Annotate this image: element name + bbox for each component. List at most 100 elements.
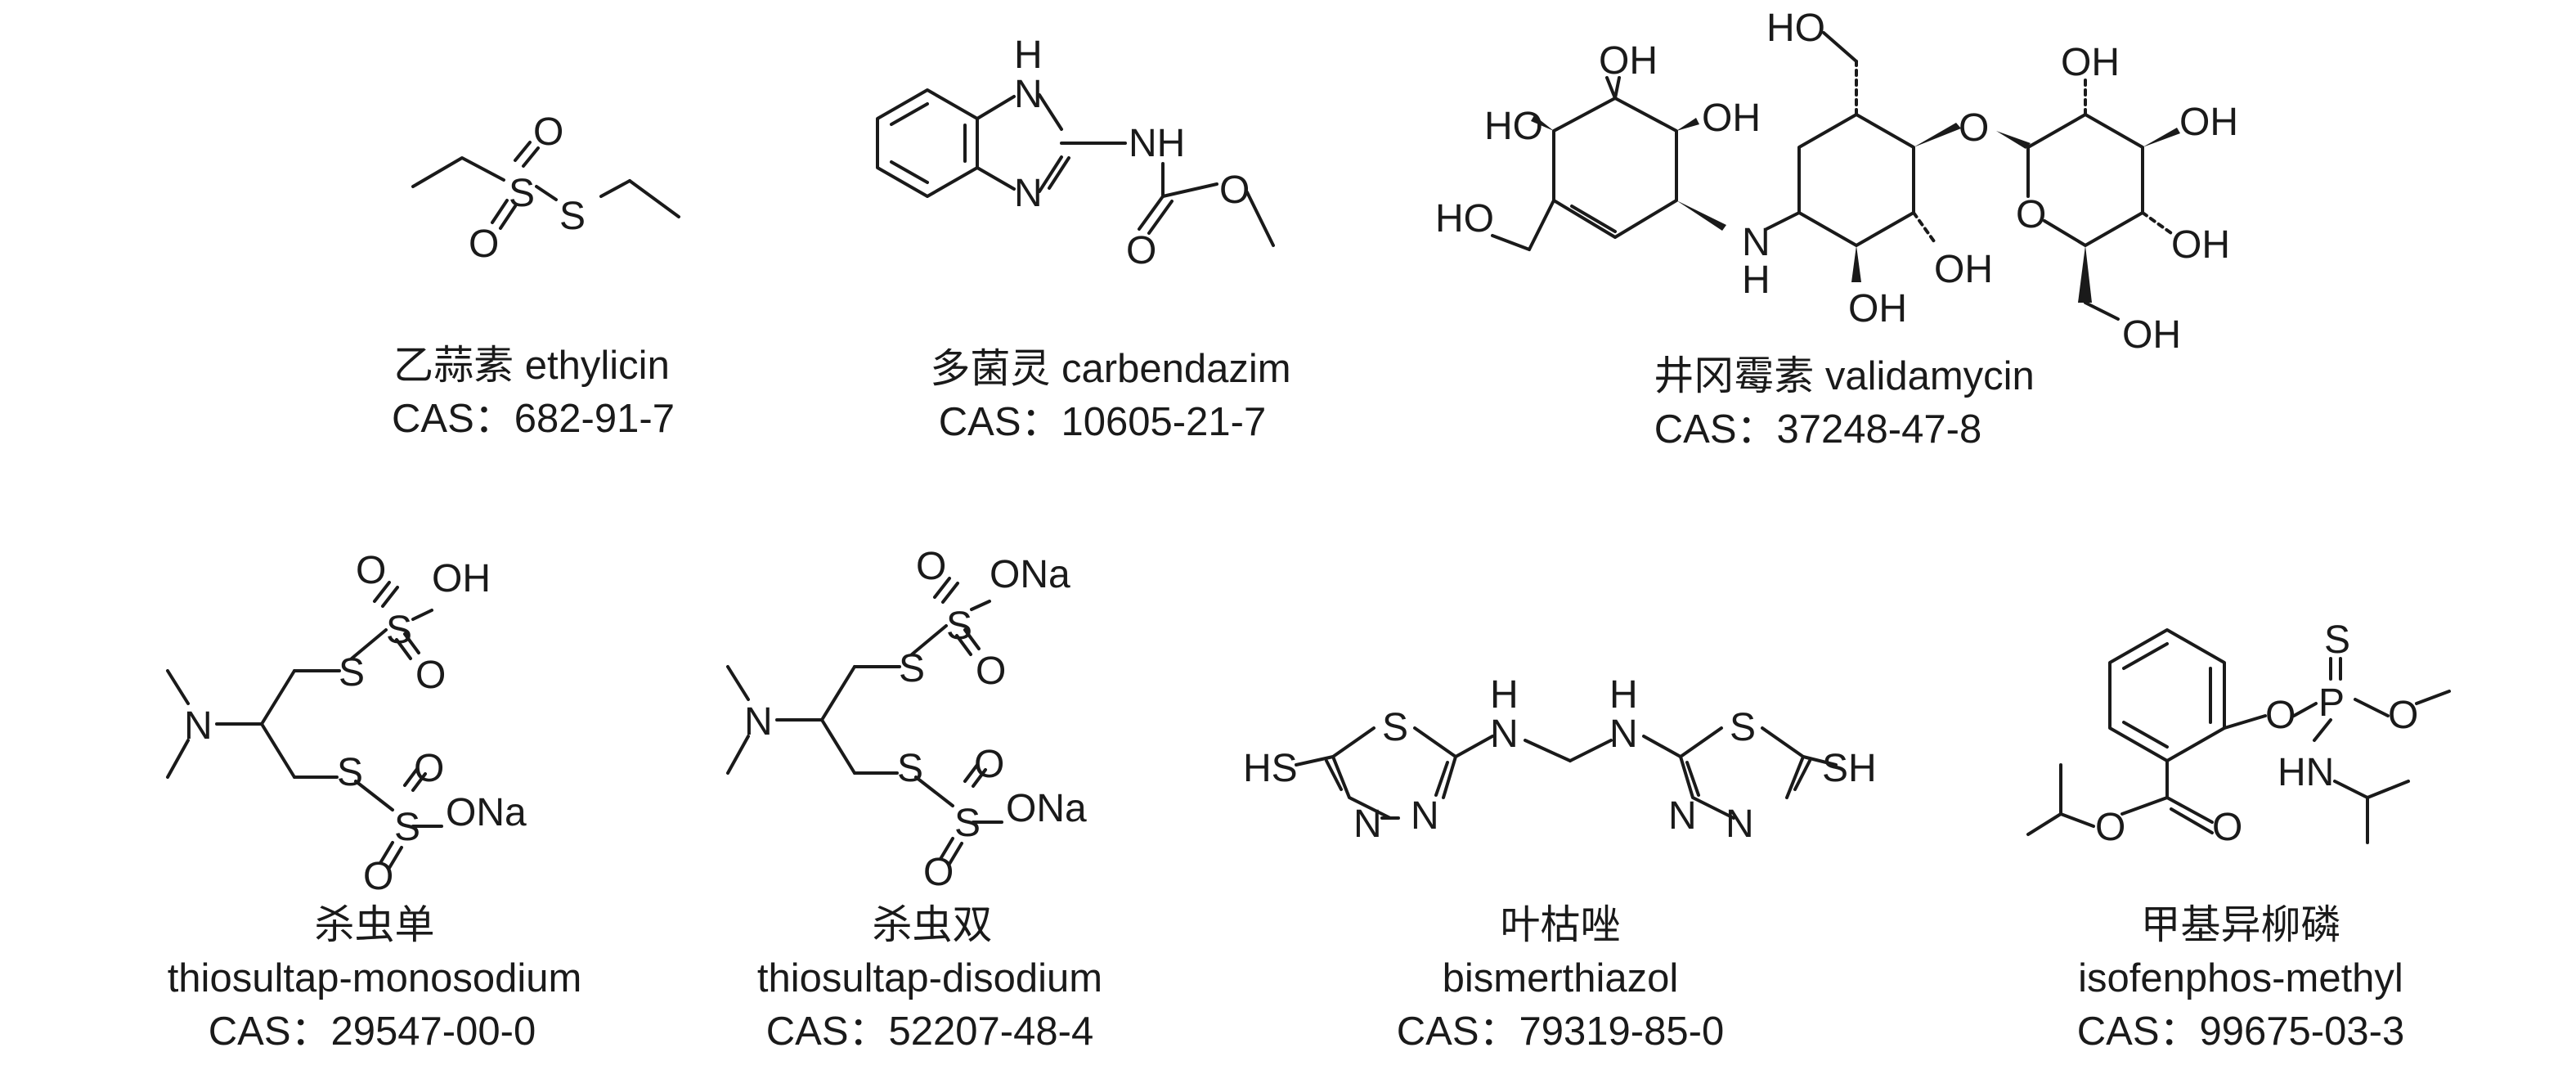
atom-oh: OH: [2171, 223, 2230, 267]
atom-oh: OH: [432, 557, 491, 600]
atom-o: O: [414, 747, 444, 790]
atom-n: N: [744, 700, 773, 744]
compound-name-cn: 甲基异柳磷: [2140, 903, 2340, 947]
atom-s: S: [509, 172, 535, 215]
thiosultap-monosodium-caption: 杀虫单 thiosultap-monosodium CAS：29547-00-0: [168, 903, 582, 1054]
svg-text:井冈霉素 validamycin: 井冈霉素 validamycin: [1654, 354, 2035, 398]
atom-s: S: [899, 647, 925, 690]
ethylicin-structure: S O O S: [411, 110, 680, 266]
bismerthiazol-structure: HS S N N H N H N S N N SH: [1243, 673, 1877, 846]
atom-ho: HO: [1484, 105, 1543, 148]
atom-oh: OH: [1599, 39, 1658, 83]
compound-cas: CAS：682-91-7: [392, 397, 675, 441]
thiosultap-disodium-structure: N S S O ONa O S O S ONa O: [726, 545, 1087, 894]
atom-n: N: [184, 704, 213, 748]
compound-name-en: ethylicin: [525, 344, 670, 388]
atom-s: S: [337, 751, 363, 794]
compound-name-cn: 叶枯唑: [1500, 903, 1620, 947]
compound-name-cn: 井冈霉素: [1654, 354, 1814, 398]
atom-o: O: [923, 851, 954, 894]
atom-h: H: [1742, 259, 1770, 302]
atom-o: O: [2016, 193, 2046, 236]
carbendazim-structure: H N N NH O O: [876, 34, 1275, 272]
atom-o: O: [2265, 694, 2296, 737]
compound-cas: CAS：10605-21-7: [939, 400, 1266, 444]
validamycin-caption: 井冈霉素 validamycin CAS：37248-47-8: [1654, 354, 2035, 452]
atom-p: P: [2318, 681, 2345, 725]
atom-o: O: [533, 110, 563, 154]
atom-oh: OH: [2061, 41, 2120, 84]
atom-o: O: [916, 545, 946, 588]
atom-hn: HN: [2278, 751, 2334, 794]
atom-o: O: [976, 650, 1006, 693]
svg-text:乙蒜素 ethylicin: 乙蒜素 ethylicin: [393, 344, 670, 388]
atom-s: S: [946, 605, 972, 648]
compound-name-en: isofenphos-methyl: [2078, 956, 2403, 1000]
ethylicin-caption: 乙蒜素 ethylicin CAS：682-91-7: [392, 344, 675, 441]
compound-name-cn: 乙蒜素: [393, 344, 514, 388]
atom-oh: OH: [1702, 97, 1761, 140]
compound-cas: CAS：37248-47-8: [1654, 407, 1981, 452]
atom-n: N: [1726, 803, 1754, 846]
atom-o: O: [2212, 806, 2242, 849]
atom-n: N: [1014, 172, 1043, 215]
atom-s: S: [386, 609, 412, 652]
atom-n: N: [1014, 73, 1043, 116]
atom-s: S: [339, 651, 365, 695]
compound-cas: CAS：29547-00-0: [209, 1009, 536, 1054]
compound-name-en: carbendazim: [1061, 347, 1291, 391]
atom-o: O: [1959, 106, 1989, 150]
thiosultap-disodium-caption: 杀虫双 thiosultap-disodium CAS：52207-48-4: [757, 903, 1102, 1054]
atom-o: O: [1219, 169, 1250, 212]
atom-n: N: [1742, 221, 1770, 264]
atom-h: H: [1490, 673, 1519, 717]
bismerthiazol-caption: 叶枯唑 bismerthiazol CAS：79319-85-0: [1397, 903, 1724, 1054]
atom-o: O: [2388, 694, 2418, 737]
compound-name-en: thiosultap-disodium: [757, 956, 1102, 1000]
atom-s: S: [2324, 618, 2350, 662]
compound-cas: CAS：99675-03-3: [2077, 1009, 2404, 1054]
atom-n: N: [1490, 713, 1519, 756]
isofenphos-methyl-caption: 甲基异柳磷 isofenphos-methyl CAS：99675-03-3: [2077, 903, 2404, 1054]
atom-oh: OH: [2179, 101, 2238, 144]
atom-oh: OH: [1848, 287, 1907, 330]
atom-ona: ONa: [446, 791, 527, 834]
atom-h: H: [1609, 673, 1638, 717]
atom-oh: OH: [1934, 248, 1993, 291]
compound-name-cn: 杀虫双: [872, 903, 992, 947]
atom-ho: HO: [1435, 197, 1494, 241]
atom-o: O: [356, 549, 386, 592]
atom-s: S: [559, 195, 586, 238]
atom-s: S: [897, 747, 923, 790]
atom-n: N: [1411, 794, 1439, 838]
compound-name-cn: 多菌灵: [930, 347, 1050, 391]
atom-o: O: [415, 654, 446, 697]
atom-n: N: [1668, 794, 1697, 838]
atom-sh: SH: [1822, 747, 1877, 790]
atom-nh: NH: [1129, 122, 1185, 165]
atom-oh: OH: [2122, 313, 2181, 357]
atom-o: O: [469, 223, 499, 266]
atom-o: O: [974, 743, 1004, 786]
atom-h: H: [1014, 34, 1043, 77]
thiosultap-monosodium-structure: N S S O OH O S O S ONa O: [166, 549, 527, 898]
atom-ona: ONa: [990, 553, 1070, 596]
compound-name-en: validamycin: [1825, 354, 2035, 398]
compound-cas: CAS：79319-85-0: [1397, 1009, 1724, 1054]
atom-o: O: [363, 855, 393, 898]
svg-text:多菌灵 carbendazim: 多菌灵 carbendazim: [930, 347, 1290, 391]
compound-name-cn: 杀虫单: [314, 903, 434, 947]
isofenphos-methyl-structure: S O P O HN O O: [2026, 618, 2451, 849]
atom-n: N: [1353, 803, 1382, 846]
atom-ho: HO: [1766, 7, 1825, 50]
atom-n: N: [1609, 713, 1638, 756]
atom-s: S: [1382, 706, 1408, 749]
compound-name-en: thiosultap-monosodium: [168, 956, 582, 1000]
compound-name-en: bismerthiazol: [1443, 956, 1679, 1000]
compound-cas: CAS：52207-48-4: [766, 1009, 1093, 1054]
carbendazim-caption: 多菌灵 carbendazim CAS：10605-21-7: [930, 347, 1290, 444]
atom-s: S: [954, 802, 981, 845]
validamycin-structure: OH HO OH HO N H HO O OH OH OH OH O OH OH: [1435, 7, 2238, 357]
atom-hs: HS: [1243, 747, 1298, 790]
